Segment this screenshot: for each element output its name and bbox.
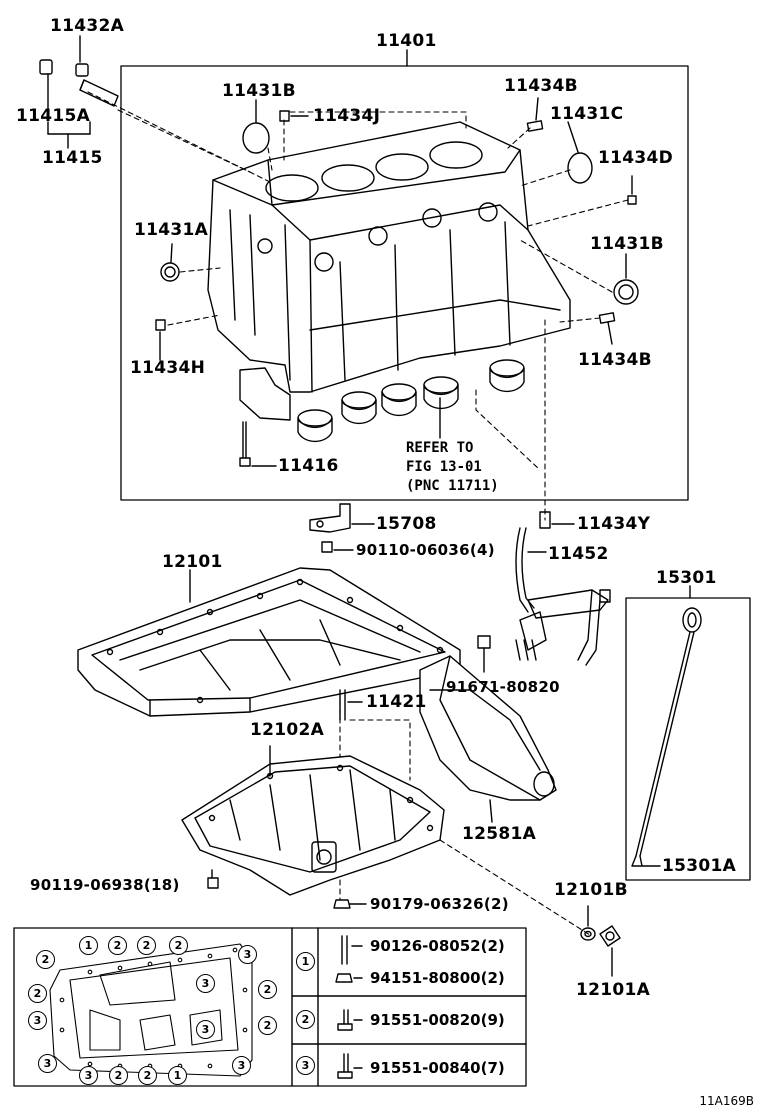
marker-right-1: 3 [238, 945, 257, 964]
legend-marker-1: 1 [296, 952, 315, 971]
upper-oil-pan-12101 [77, 567, 461, 717]
label-11434B-bottom: 11434B [578, 350, 652, 370]
plug-11431B-right [613, 279, 639, 305]
label-11434D: 11434D [598, 148, 674, 168]
label-15301: 15301 [656, 568, 717, 588]
label-90119-06938: 90119-06938(18) [30, 876, 180, 894]
label-15301A: 15301A [662, 856, 737, 876]
marker-top-4: 2 [169, 936, 188, 955]
label-11434Y: 11434Y [577, 514, 651, 534]
label-15708: 15708 [376, 514, 437, 534]
legend-row-3: 91551-00840(7) [370, 1059, 505, 1077]
bolt-90119 [207, 869, 219, 889]
main-bearings [297, 359, 525, 443]
pin-11434D [627, 195, 637, 205]
guide-lines [87, 91, 629, 936]
legend-icon-bolt-long [337, 1053, 353, 1079]
marker-right-4: 3 [232, 1056, 251, 1075]
plug-90179 [333, 899, 367, 909]
label-12101B: 12101B [554, 880, 628, 900]
label-11432A: 11432A [50, 16, 125, 36]
marker-right-3: 2 [258, 1016, 277, 1035]
marker-inner-1: 3 [196, 974, 215, 993]
label-11434J: 11434J [313, 106, 381, 126]
legend-box [13, 927, 527, 1087]
bracket-15708 [309, 503, 351, 533]
plug-11431A [160, 262, 180, 282]
refer-note-line-1: REFER TO [406, 440, 474, 456]
marker-left-2: 2 [28, 984, 47, 1003]
legend-icon-bolt-short [337, 1009, 353, 1031]
label-12102A: 12102A [250, 720, 325, 740]
marker-inner-2: 3 [196, 1020, 215, 1039]
label-11431C: 11431C [550, 104, 624, 124]
refer-note-line-3: (PNC 11711) [406, 478, 499, 494]
marker-bottom-3: 2 [138, 1066, 157, 1085]
marker-bottom-1: 3 [79, 1066, 98, 1085]
marker-bottom-4: 1 [168, 1066, 187, 1085]
legend-icon-stud [341, 935, 348, 965]
label-90179-06326: 90179-06326(2) [370, 895, 509, 913]
plug-11431C [567, 152, 593, 184]
oil-strainer-11452 [515, 511, 611, 666]
marker-left-4: 3 [38, 1054, 57, 1073]
legend-row-1b: 94151-80800(2) [370, 969, 505, 987]
marker-left-3: 3 [28, 1011, 47, 1030]
marker-top-3: 2 [137, 936, 156, 955]
label-11415: 11415 [42, 148, 103, 168]
marker-bottom-2: 2 [109, 1066, 128, 1085]
bolt-91671 [477, 635, 491, 673]
refer-note-line-2: FIG 13-01 [406, 459, 482, 475]
label-11431B-top: 11431B [222, 81, 296, 101]
lower-oil-pan-12102A [181, 755, 445, 896]
label-11434B-top: 11434B [504, 76, 578, 96]
pin-11434B-bottom [598, 312, 616, 324]
marker-top-1: 1 [79, 936, 98, 955]
gasket-12101B [580, 927, 596, 941]
label-11421: 11421 [366, 692, 427, 712]
marker-left-1: 2 [36, 950, 55, 969]
oil-pipe-11415A [39, 59, 119, 107]
drain-plug-12101A [599, 925, 621, 947]
label-11401: 11401 [376, 31, 437, 51]
bolt-11416 [239, 421, 277, 467]
label-11431B-right: 11431B [590, 234, 664, 254]
pin-11434H [155, 319, 166, 331]
label-12581A: 12581A [462, 824, 537, 844]
figure-code: 11A169B [699, 1094, 754, 1108]
label-11416: 11416 [278, 456, 339, 476]
dipstick-frame [625, 597, 751, 881]
label-12101: 12101 [162, 552, 223, 572]
legend-icon-nut [335, 973, 353, 983]
label-11431A: 11431A [134, 220, 209, 240]
engine-block-frame [120, 65, 689, 501]
pin-11434J [279, 110, 290, 122]
label-11452: 11452 [548, 544, 609, 564]
label-91671-80820: 91671-80820 [446, 678, 560, 696]
dipstick-15301 [631, 607, 702, 867]
bolt-90110 [321, 541, 354, 553]
legend-row-1a: 90126-08052(2) [370, 937, 505, 955]
stud-11421 [339, 689, 363, 721]
marker-top-2: 2 [108, 936, 127, 955]
plug-11431B-top [242, 122, 270, 154]
marker-right-2: 2 [258, 980, 277, 999]
pin-11434B-top [526, 120, 544, 132]
label-11434H: 11434H [130, 358, 206, 378]
legend-marker-3: 3 [296, 1056, 315, 1075]
legend-marker-2: 2 [296, 1010, 315, 1029]
label-90110-06036: 90110-06036(4) [356, 541, 495, 559]
mini-oil-pan [49, 943, 253, 1077]
refer-note: REFER TO FIG 13-01 (PNC 11711) [406, 439, 499, 496]
baffle-plate-12581A [419, 655, 557, 801]
label-12101A: 12101A [576, 980, 651, 1000]
legend-row-2: 91551-00820(9) [370, 1011, 505, 1029]
label-11415A: 11415A [16, 106, 91, 126]
